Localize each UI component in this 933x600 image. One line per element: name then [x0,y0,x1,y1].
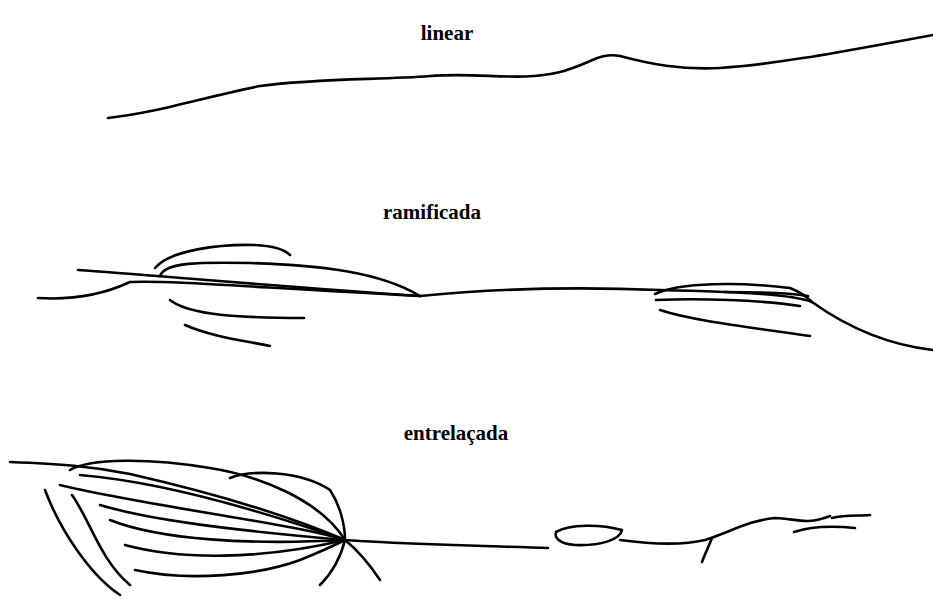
braid [230,473,345,540]
channel [794,527,855,532]
braid [320,540,345,585]
braid [70,461,345,540]
style-label: entrelaçada [404,421,509,446]
braid [135,540,345,576]
braid [125,540,345,556]
braid [72,495,130,585]
channel [832,515,870,518]
branch [725,292,808,296]
channel [702,538,712,562]
main-channel [38,282,933,350]
linear-channel [108,35,933,118]
style-label: linear [421,21,474,46]
braid [100,505,345,540]
branch [155,245,290,268]
branch [160,263,420,296]
style-label: ramificada [383,200,481,225]
bar [556,526,622,545]
branch [78,270,420,296]
branch [656,299,800,306]
branch [170,300,304,318]
branch [660,310,810,336]
branch [185,325,270,346]
braid [60,485,345,540]
main-channel [10,462,548,548]
braid [345,540,380,580]
braid [110,520,345,542]
braid [45,490,120,595]
